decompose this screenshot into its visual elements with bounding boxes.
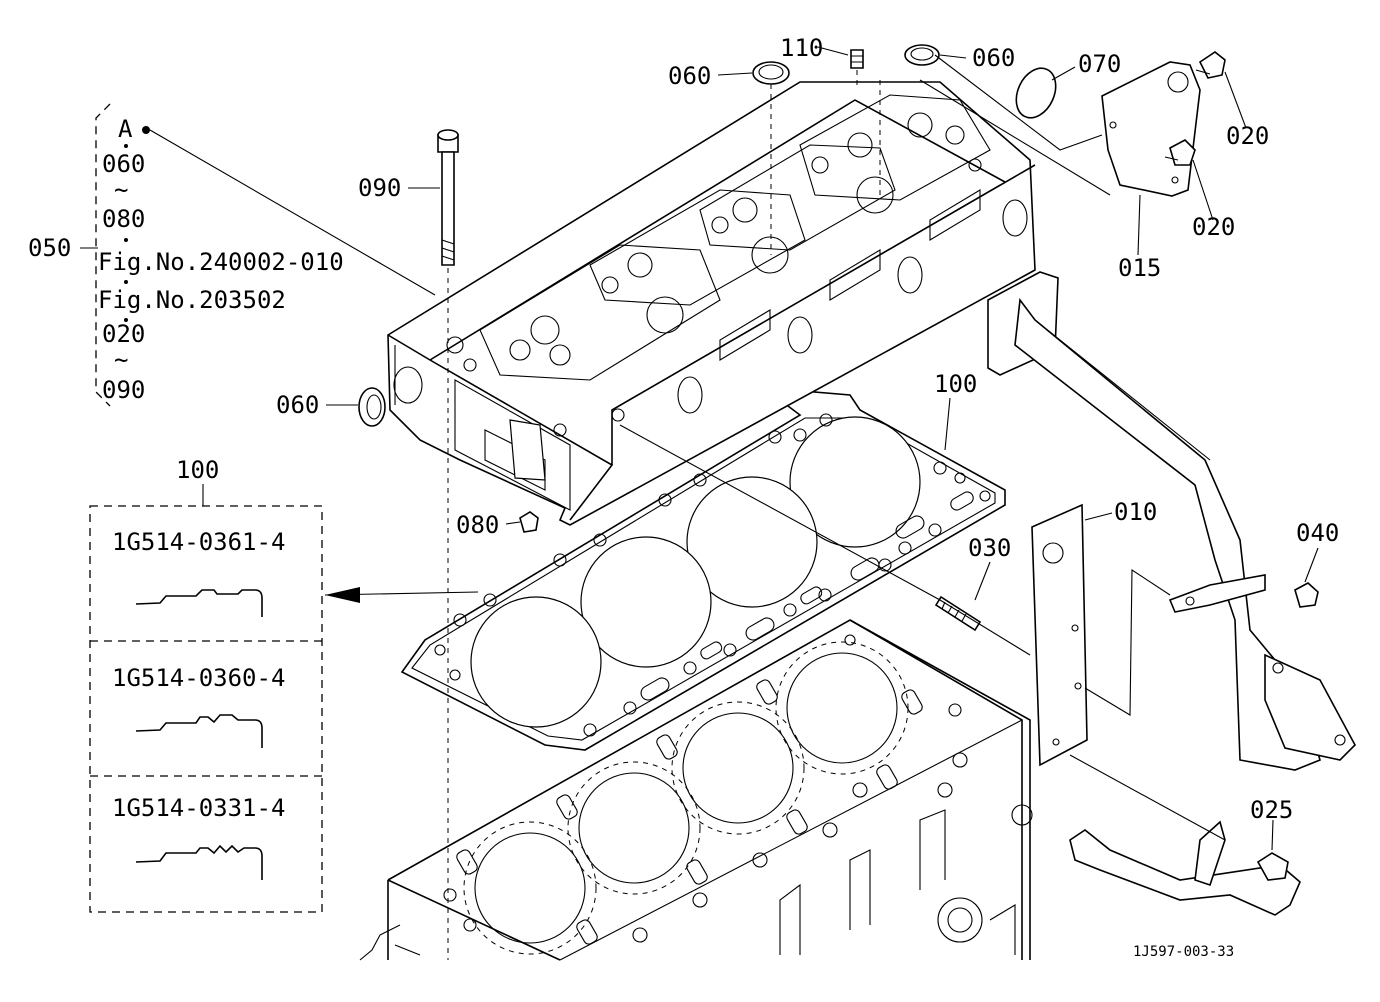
kit-line-6: Fig.No.203502: [98, 286, 286, 314]
head-side-ports: [611, 189, 1028, 422]
figure-id: 1J597-003-33: [1133, 944, 1234, 960]
gasket-thickness-profile: [135, 589, 263, 617]
callout-060-left: 060: [276, 391, 319, 419]
engine-hanger-015: [1101, 61, 1201, 197]
nut-040: [1294, 582, 1319, 608]
kit-bracket: A 060 ~ 080 Fig.No.240002-010 Fig.No.203…: [95, 103, 344, 407]
callout-010: 010: [1114, 498, 1157, 526]
kit-line-4: 080: [102, 205, 145, 233]
callout-070: 070: [1078, 50, 1121, 78]
cylinder-block-illustration: [359, 619, 1033, 961]
callout-060-top-left: 060: [668, 62, 711, 90]
gasket-thickness-profile: [135, 844, 263, 880]
gasket-part-number: 1G514-0360-4: [112, 664, 285, 692]
gasket-thickness-profile: [135, 714, 263, 748]
head-front-face: [393, 366, 571, 511]
plug-080: [519, 511, 539, 533]
cylinder-head-illustration: [387, 81, 1036, 526]
callout-110: 110: [780, 34, 823, 62]
gasket-options-table: 1G514-0361-4 1G514-0360-4 1G514-0331-4: [89, 484, 323, 913]
gasket-option-row: 1G514-0361-4: [112, 528, 285, 617]
callout-025: 025: [1250, 796, 1293, 824]
bolt-020-b: [1164, 139, 1196, 166]
callout-060-top-right: 060: [972, 44, 1015, 72]
kit-line-2: 060: [102, 150, 145, 178]
gasket-bores: [470, 416, 921, 728]
gasket-part-number: 1G514-0361-4: [112, 528, 285, 556]
block-water-holes: [443, 634, 968, 945]
plug-110: [850, 49, 864, 88]
callout-100-table: 100: [176, 456, 219, 484]
callout-100-gasket: 100: [934, 370, 977, 398]
seal-060-left: [358, 387, 386, 427]
gasket-holes: [434, 413, 991, 737]
kit-line-1: A: [118, 115, 133, 143]
callout-090: 090: [358, 174, 401, 202]
callout-020-a: 020: [1226, 122, 1269, 150]
head-top-ports: [446, 94, 991, 381]
kit-line-5: Fig.No.240002-010: [98, 248, 344, 276]
gasket-option-row: 1G514-0360-4: [112, 664, 285, 748]
leader-lines: [80, 46, 1319, 851]
callout-080: 080: [456, 511, 499, 539]
gasket-option-row: 1G514-0331-4: [112, 794, 285, 880]
cap-070: [1015, 67, 1057, 119]
plate-010: [1031, 503, 1088, 767]
seal-060-top-left: [752, 61, 790, 255]
pipe-025-illustration: [1069, 820, 1301, 916]
callout-015: 015: [1118, 254, 1161, 282]
bolt-020-a: [1195, 51, 1226, 79]
kit-line-8: ~: [114, 346, 128, 374]
head-bolt-090: [437, 129, 459, 960]
seal-060-top-right: [879, 44, 940, 200]
callout-030: 030: [968, 534, 1011, 562]
kit-line-7: 020: [102, 320, 145, 348]
kit-line-9: 090: [102, 376, 145, 404]
callout-050: 050: [28, 234, 71, 262]
water-pipe-illustration: [987, 271, 1356, 771]
callout-labels: 110 060 060 070 020 020 015 090 050 060 …: [28, 34, 1339, 824]
callout-020-b: 020: [1192, 213, 1235, 241]
kit-line-3: ~: [114, 176, 128, 204]
callout-040: 040: [1296, 519, 1339, 547]
gasket-part-number: 1G514-0331-4: [112, 794, 285, 822]
head-gasket-illustration: [400, 389, 1006, 751]
